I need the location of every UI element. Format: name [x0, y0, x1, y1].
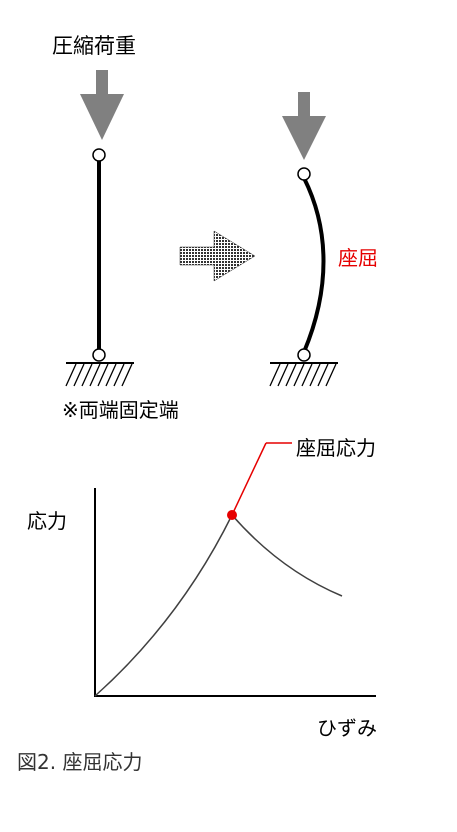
- compressive-load-label: 圧縮荷重: [52, 34, 136, 58]
- right-fixed-support-icon: [269, 362, 338, 387]
- left-bottom-node-icon: [92, 348, 106, 362]
- right-bottom-node-icon: [297, 348, 311, 362]
- buckling-stress-leader: [231, 442, 267, 516]
- buckled-column: [302, 177, 326, 353]
- right-top-node-icon: [297, 167, 311, 181]
- buckling-stress-label: 座屈応力: [296, 436, 376, 460]
- transition-arrow-icon: [179, 230, 256, 282]
- left-top-node-icon: [92, 148, 106, 162]
- left-fixed-support-icon: [65, 362, 134, 387]
- figure-caption: 図2. 座屈応力: [17, 750, 143, 774]
- strain-axis-label: ひずみ: [317, 716, 377, 740]
- right-load-arrow-icon: [282, 92, 326, 160]
- stress-strain-curve: [94, 513, 343, 697]
- left-load-arrow-icon: [80, 70, 124, 140]
- buckling-label: 座屈: [338, 246, 378, 270]
- buckling-point-marker: [227, 510, 237, 520]
- fixed-ends-note: ※両端固定端: [62, 398, 179, 422]
- stress-axis-label: 応力: [27, 509, 67, 533]
